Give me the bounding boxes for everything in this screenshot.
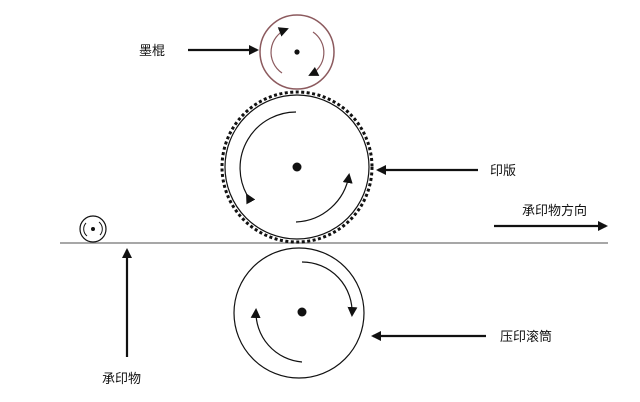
ink-roller-axle xyxy=(294,49,300,55)
substrate-direction-label: 承印物方向 xyxy=(522,203,587,219)
impression-cylinder-rotation-arrow-icon xyxy=(301,261,358,317)
impression-cylinder-label: 压印滚筒 xyxy=(500,329,552,345)
plate-cylinder xyxy=(220,90,374,244)
substrate-roll-rotation-arrow-icon xyxy=(83,222,88,237)
substrate-roll xyxy=(79,215,107,243)
substrate-roll-axle xyxy=(91,227,95,231)
ink-roller-label: 墨棍 xyxy=(139,44,165,59)
printing-plate-label: 印版 xyxy=(490,164,516,179)
plate-cylinder-rotation-arrow-icon xyxy=(295,173,353,223)
plate-cylinder-dashed-rim xyxy=(220,90,374,244)
substrate-roll-rotation-arrow-icon xyxy=(98,221,103,236)
impression-cylinder xyxy=(233,247,365,379)
plate-cylinder-axle xyxy=(292,162,302,172)
ink-roller xyxy=(259,14,335,90)
impression-cylinder-rotation-arrow-icon xyxy=(250,308,303,363)
ink-roller-rotation-arrow-icon xyxy=(308,31,325,76)
impression-cylinder-axle xyxy=(297,307,307,317)
plate-cylinder-rotation-arrow-icon xyxy=(239,111,297,205)
substrate-label: 承印物 xyxy=(102,372,141,387)
ink-roller-rotation-arrow-icon xyxy=(270,27,289,74)
